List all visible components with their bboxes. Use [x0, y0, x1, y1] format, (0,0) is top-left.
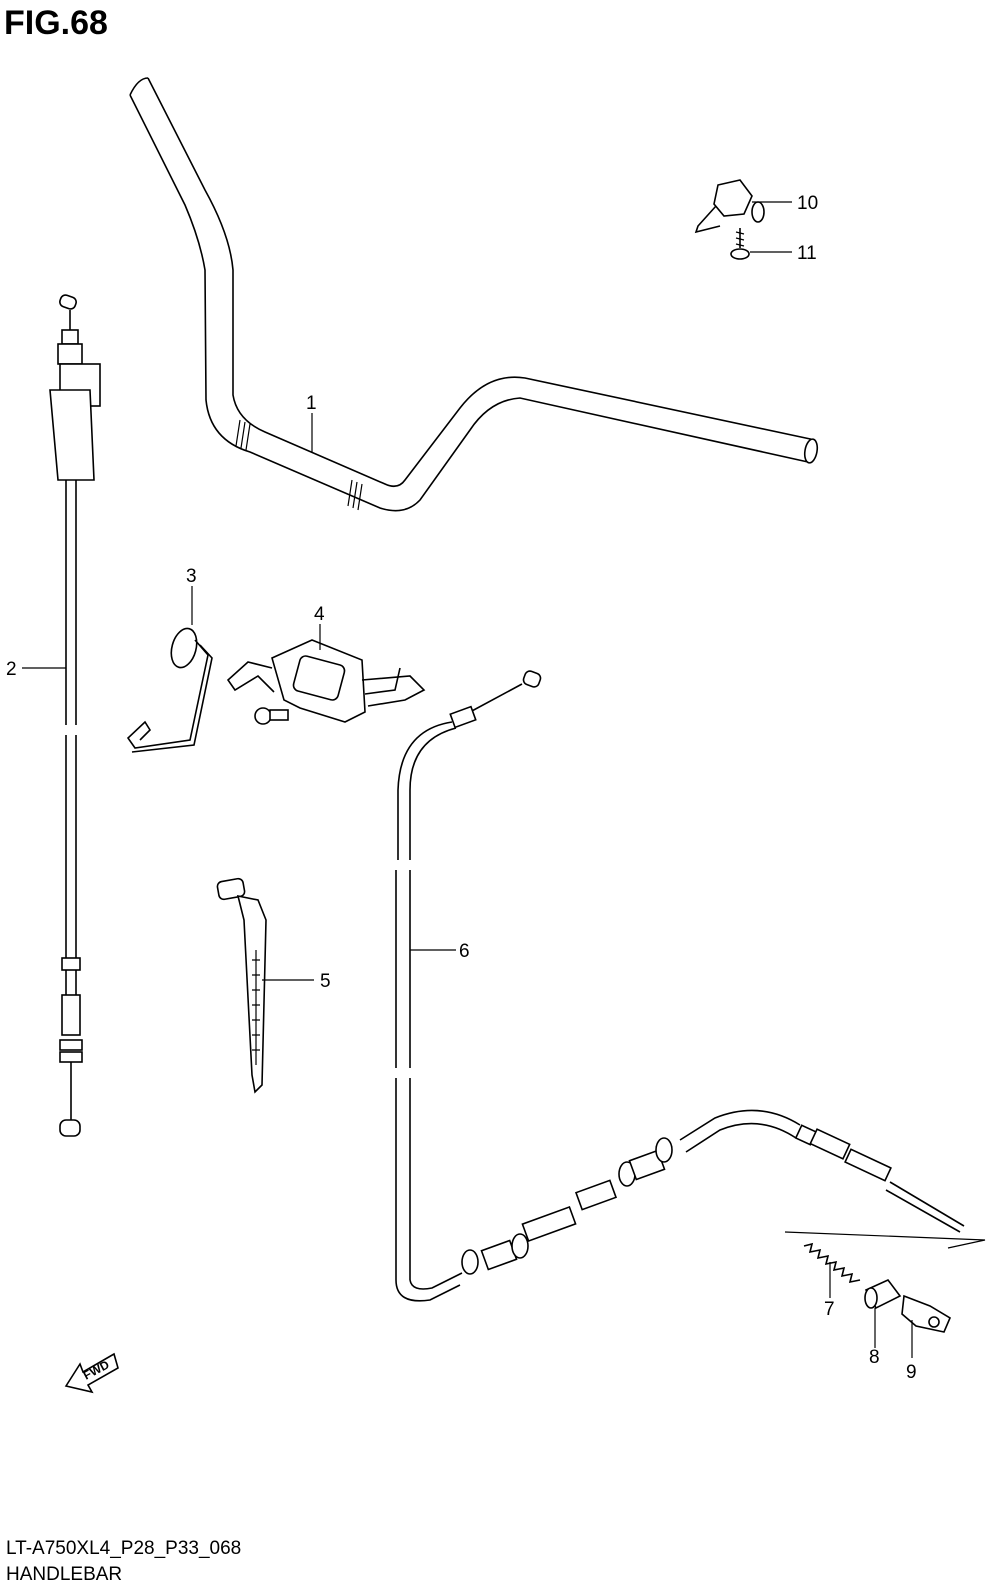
figure-code: LT-A750XL4_P28_P33_068 — [6, 1538, 242, 1559]
figure-title: FIG.68 — [4, 4, 108, 42]
callout-3: 3 — [186, 566, 197, 587]
callout-5: 5 — [320, 971, 331, 992]
callout-9: 9 — [906, 1362, 917, 1383]
callout-8: 8 — [869, 1347, 880, 1368]
part-7-spring[interactable] — [803, 1242, 861, 1298]
fwd-arrow-icon: FWD — [64, 1352, 119, 1394]
callout-4: 4 — [314, 604, 325, 625]
callout-2: 2 — [6, 659, 17, 680]
part-8-adjuster[interactable] — [864, 1279, 902, 1348]
part-10-clamp[interactable] — [694, 179, 792, 234]
callout-7: 7 — [824, 1299, 835, 1320]
part-6-brake-cable[interactable] — [395, 670, 965, 1302]
part-9-joint[interactable] — [901, 1294, 952, 1358]
figure-caption: HANDLEBAR — [6, 1564, 123, 1585]
part-5-cable-tie[interactable] — [216, 877, 314, 1094]
callout-1: 1 — [306, 393, 317, 414]
callout-6: 6 — [459, 941, 470, 962]
callout-11: 11 — [797, 243, 817, 264]
part-4-bracket[interactable] — [226, 624, 426, 725]
part-2-throttle-cable[interactable] — [22, 294, 101, 1137]
part-1-handlebar[interactable] — [129, 77, 819, 512]
part-3-wire-clip[interactable] — [126, 586, 213, 753]
callout-10: 10 — [797, 193, 818, 214]
reference-line — [784, 1231, 986, 1249]
part-11-screw[interactable] — [730, 228, 792, 260]
